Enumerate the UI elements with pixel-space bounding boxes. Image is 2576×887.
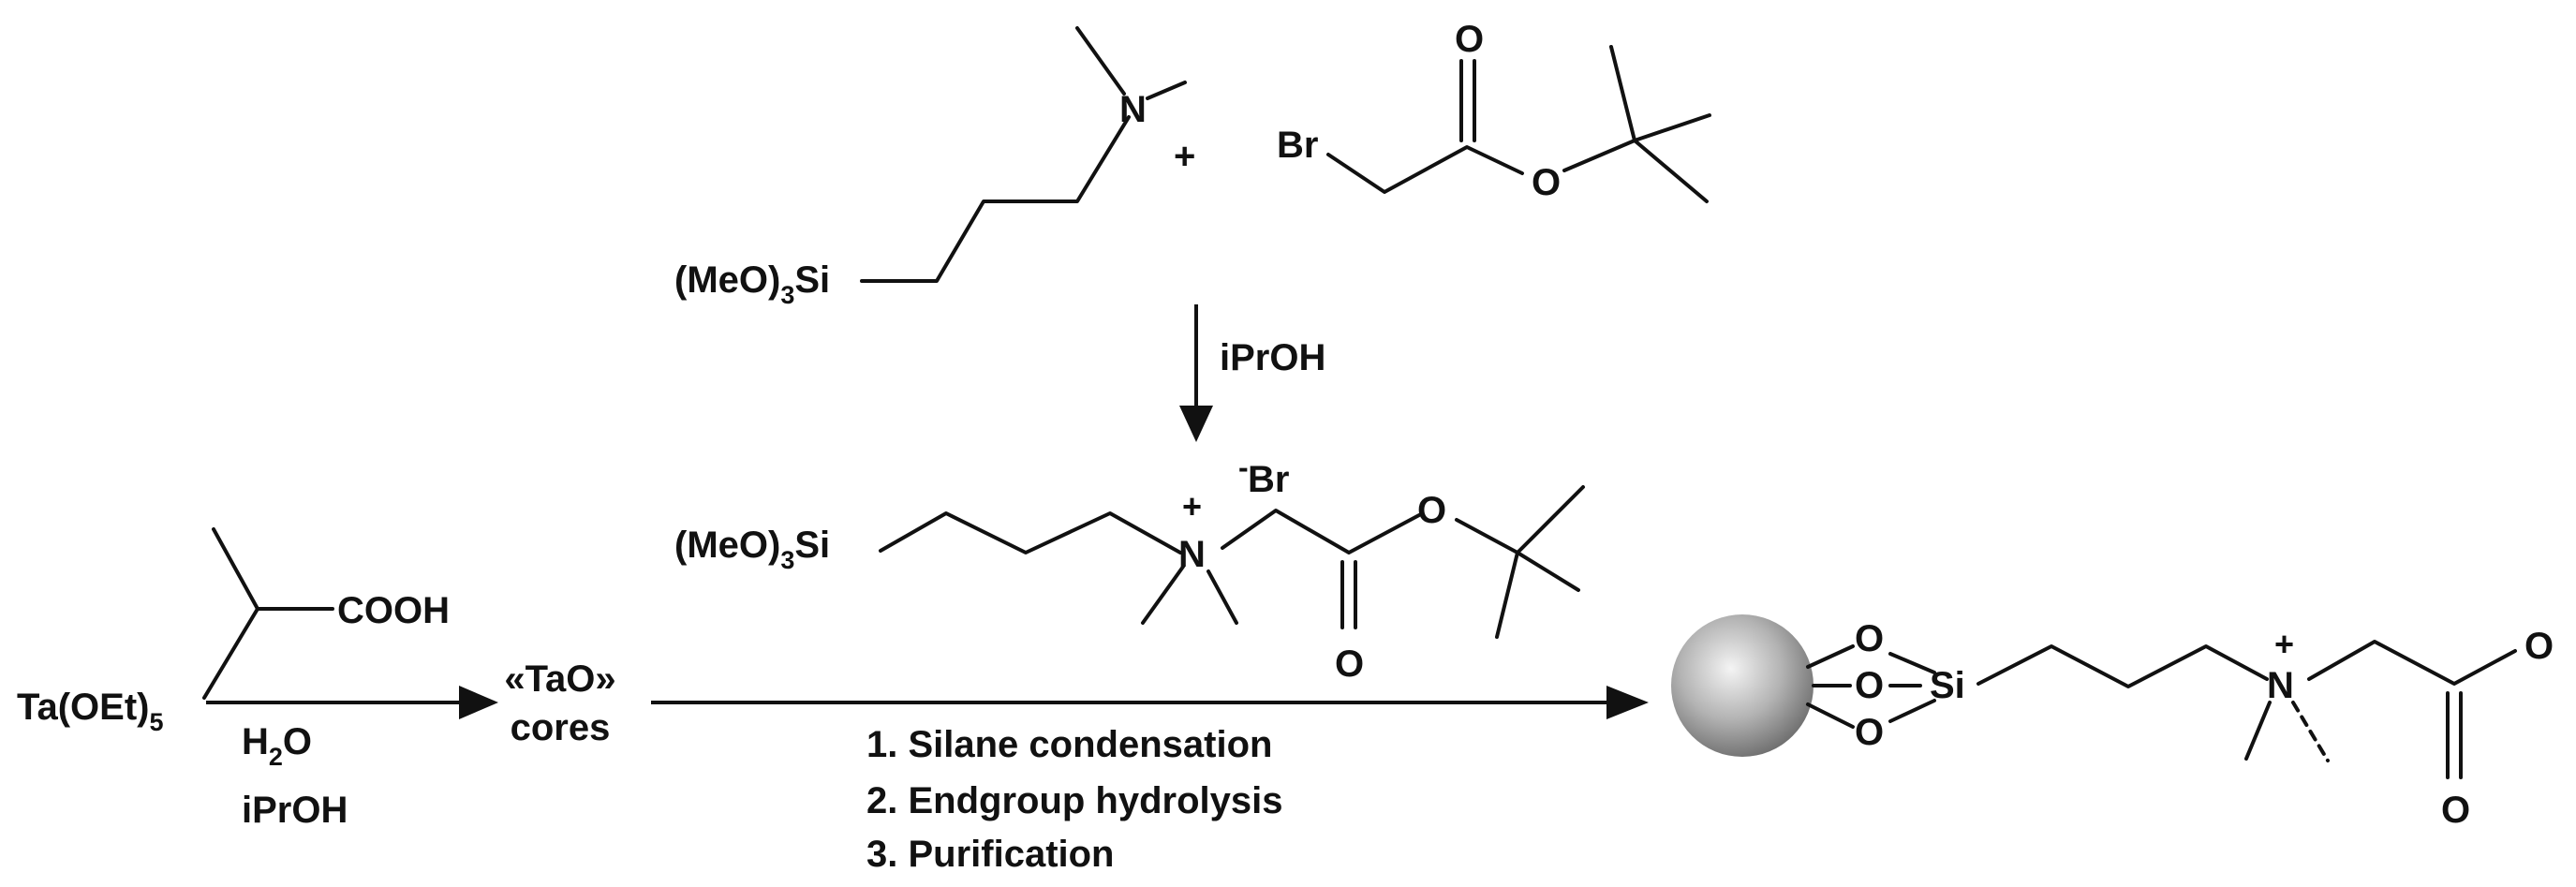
n-methyl-bond-2 bbox=[1146, 81, 1187, 100]
intermediate-ch2-to-carbonyl bbox=[1221, 509, 1421, 554]
intermediate-chain bbox=[879, 511, 1182, 554]
water-reagent-label: H2O bbox=[242, 721, 312, 771]
acid-down-bond bbox=[202, 607, 259, 700]
ester-o-bond bbox=[1562, 139, 1636, 172]
core-solvent-label: iPrOH bbox=[242, 790, 348, 831]
tbutyl-bond-down bbox=[1633, 139, 1709, 203]
final-si-label: Si bbox=[1930, 665, 1965, 706]
n-methyl-bond-1 bbox=[1075, 26, 1126, 96]
surface-bond-upper bbox=[1806, 644, 1855, 669]
final-methyl-dashed bbox=[2291, 701, 2330, 762]
acid-cooh-label: COOH bbox=[337, 590, 450, 631]
amine-nitrogen-label: N bbox=[1119, 89, 1147, 130]
tantalum-ethoxide-label: Ta(OEt)5 bbox=[17, 687, 164, 736]
intermediate-methyl-1 bbox=[1141, 565, 1185, 625]
final-propyl-chain bbox=[1976, 644, 2269, 688]
surface-o-upper: O bbox=[1855, 618, 1884, 659]
intermediate-nitrogen-label: N bbox=[1178, 534, 1206, 575]
intermediate-tbutyl-down bbox=[1495, 551, 1519, 639]
tbutyl-bond-up bbox=[1609, 45, 1636, 142]
step1-reagent-label: iPrOH bbox=[1220, 337, 1325, 378]
amine-silane-si-label: (MeO)3Si bbox=[674, 259, 830, 309]
bromide-counterion-label: Br bbox=[1248, 459, 1289, 500]
tbutyl-bond-right bbox=[1633, 113, 1711, 142]
bromoester-chain bbox=[1326, 145, 1524, 194]
surface-o-lower: O bbox=[1855, 712, 1884, 753]
bromoester-ester-o: O bbox=[1532, 162, 1561, 203]
quaternary-ammonium-intermediate: (MeO)3Si N + - Br O O bbox=[674, 451, 1585, 685]
amine-silane-molecule: (MeO)3Si N bbox=[674, 26, 1187, 309]
intermediate-tbutyl-up bbox=[1516, 485, 1585, 554]
si-o-bond-lower bbox=[1888, 699, 1936, 723]
final-nitrogen-label: N bbox=[2267, 665, 2294, 706]
intermediate-ester-o: O bbox=[1417, 490, 1446, 531]
isobutyric-acid-structure: COOH bbox=[202, 527, 450, 700]
tao-cores-label-line1: «TaO» bbox=[504, 658, 615, 700]
surface-o-middle: O bbox=[1855, 665, 1884, 706]
final-step-1: 1. Silane condensation bbox=[866, 724, 1272, 765]
reactant-plus-sign: + bbox=[1174, 136, 1195, 177]
amine-silane-chain bbox=[860, 115, 1131, 283]
core-synthesis-arrow bbox=[206, 686, 498, 719]
tao-nanoparticle-sphere bbox=[1671, 614, 1814, 757]
surface-bond-lower bbox=[1806, 702, 1855, 729]
final-step-3: 3. Purification bbox=[866, 834, 1115, 875]
final-carboxymethyl-chain bbox=[2307, 640, 2517, 686]
step1-arrow bbox=[1179, 304, 1213, 442]
final-carbonyl-o: O bbox=[2441, 790, 2470, 831]
bromoester-carbonyl-o: O bbox=[1455, 19, 1484, 60]
tao-cores-label-line2: cores bbox=[511, 707, 611, 748]
final-methyl-solid bbox=[2244, 701, 2272, 761]
intermediate-ester-o-bond bbox=[1455, 518, 1519, 554]
intermediate-si-label: (MeO)3Si bbox=[674, 525, 830, 574]
functionalized-nanoparticle: O O O Si N + O O bbox=[1671, 614, 2554, 831]
intermediate-plus-charge: + bbox=[1182, 487, 1202, 525]
bromoester-molecule: Br O O bbox=[1277, 19, 1711, 203]
si-o-bond-upper bbox=[1888, 652, 1936, 674]
bromide-minus-charge: - bbox=[1238, 451, 1249, 484]
intermediate-tbutyl-right bbox=[1516, 551, 1580, 592]
final-carboxylate-o: O bbox=[2524, 626, 2554, 667]
intermediate-methyl-2 bbox=[1207, 569, 1238, 625]
final-step-2: 2. Endgroup hydrolysis bbox=[866, 780, 1283, 821]
acid-methyl-bond bbox=[212, 527, 259, 611]
final-plus-charge: + bbox=[2274, 625, 2294, 663]
intermediate-carbonyl-o: O bbox=[1335, 643, 1364, 685]
final-arrow bbox=[651, 686, 1649, 719]
bromine-label: Br bbox=[1277, 125, 1318, 166]
